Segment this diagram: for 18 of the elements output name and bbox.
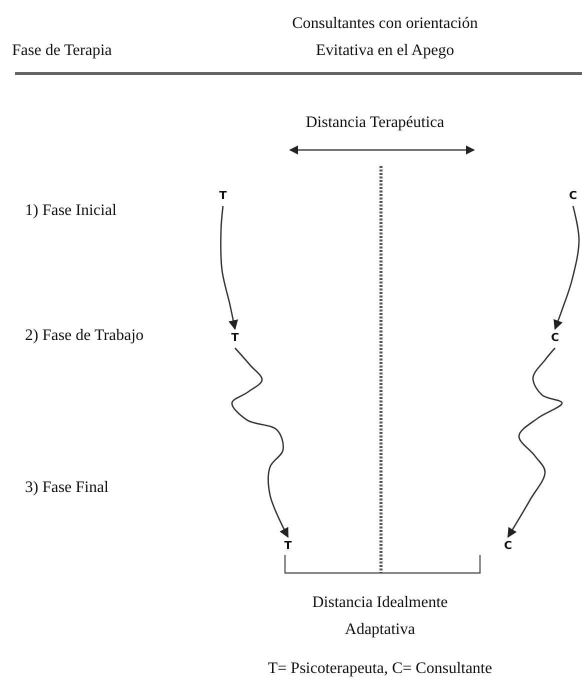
- column-heading: Consultantes con orientación Evitativa en el Apego: [291, 14, 479, 61]
- person-letter: T: [228, 330, 242, 346]
- phase-label: 2) Fase de Trabajo: [25, 326, 145, 346]
- dimension-label: Distancia Idealmente Adaptativa: [311, 593, 449, 640]
- phase-label: 1) Fase Inicial: [25, 201, 118, 221]
- wavy-arrow: [231, 348, 289, 538]
- person-letter: C: [501, 538, 515, 554]
- column-heading: Fase de Terapia: [12, 41, 113, 61]
- wavy-arrow: [507, 348, 563, 538]
- legend-note: T= Psicoterapeuta, C= Consultante: [266, 659, 494, 679]
- dimension-label: Distancia Terapéutica: [304, 113, 446, 133]
- person-letter: T: [281, 538, 295, 554]
- person-letter: C: [548, 330, 562, 346]
- phase-label: 3) Fase Final: [25, 478, 110, 498]
- wavy-arrow: [554, 206, 580, 330]
- person-letter: T: [216, 188, 230, 204]
- wavy-arrow: [220, 206, 238, 330]
- person-letter: C: [566, 188, 580, 204]
